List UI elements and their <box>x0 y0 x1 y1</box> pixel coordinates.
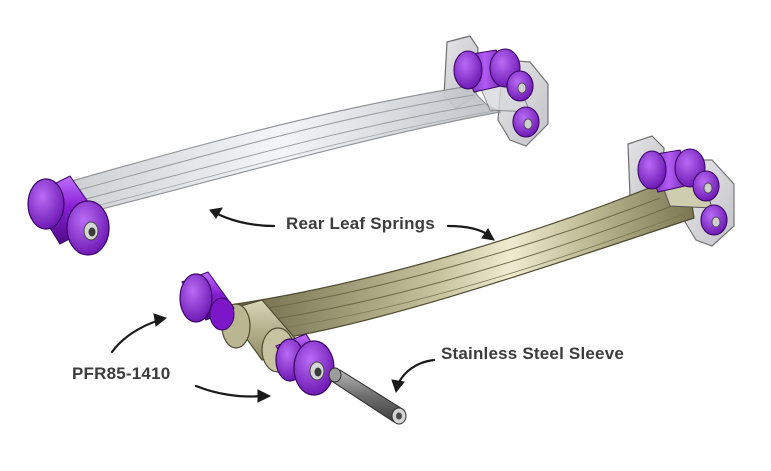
stainless-steel-sleeve-label: Stainless Steel Sleeve <box>441 344 625 363</box>
lower-rear-bushings <box>637 148 728 236</box>
lower-leaf-spring <box>179 135 735 425</box>
upper-rear-bushings <box>453 48 540 138</box>
rear-leaf-springs-label: Rear Leaf Springs <box>286 214 435 233</box>
detached-bushing-front <box>275 333 335 396</box>
stainless-steel-sleeve <box>328 367 407 425</box>
upper-leaf-spring <box>27 35 549 256</box>
callout-arrows <box>110 207 495 403</box>
curved-arrow-icon <box>110 313 168 354</box>
curved-arrow-icon <box>209 207 276 228</box>
curved-arrow-icon <box>446 224 495 241</box>
curved-arrow-icon <box>391 358 436 394</box>
part-number-label: PFR85-1410 <box>72 364 171 383</box>
upper-front-bushing <box>27 175 110 256</box>
detached-bushing-rear <box>179 271 235 331</box>
curved-arrow-icon <box>194 384 272 403</box>
